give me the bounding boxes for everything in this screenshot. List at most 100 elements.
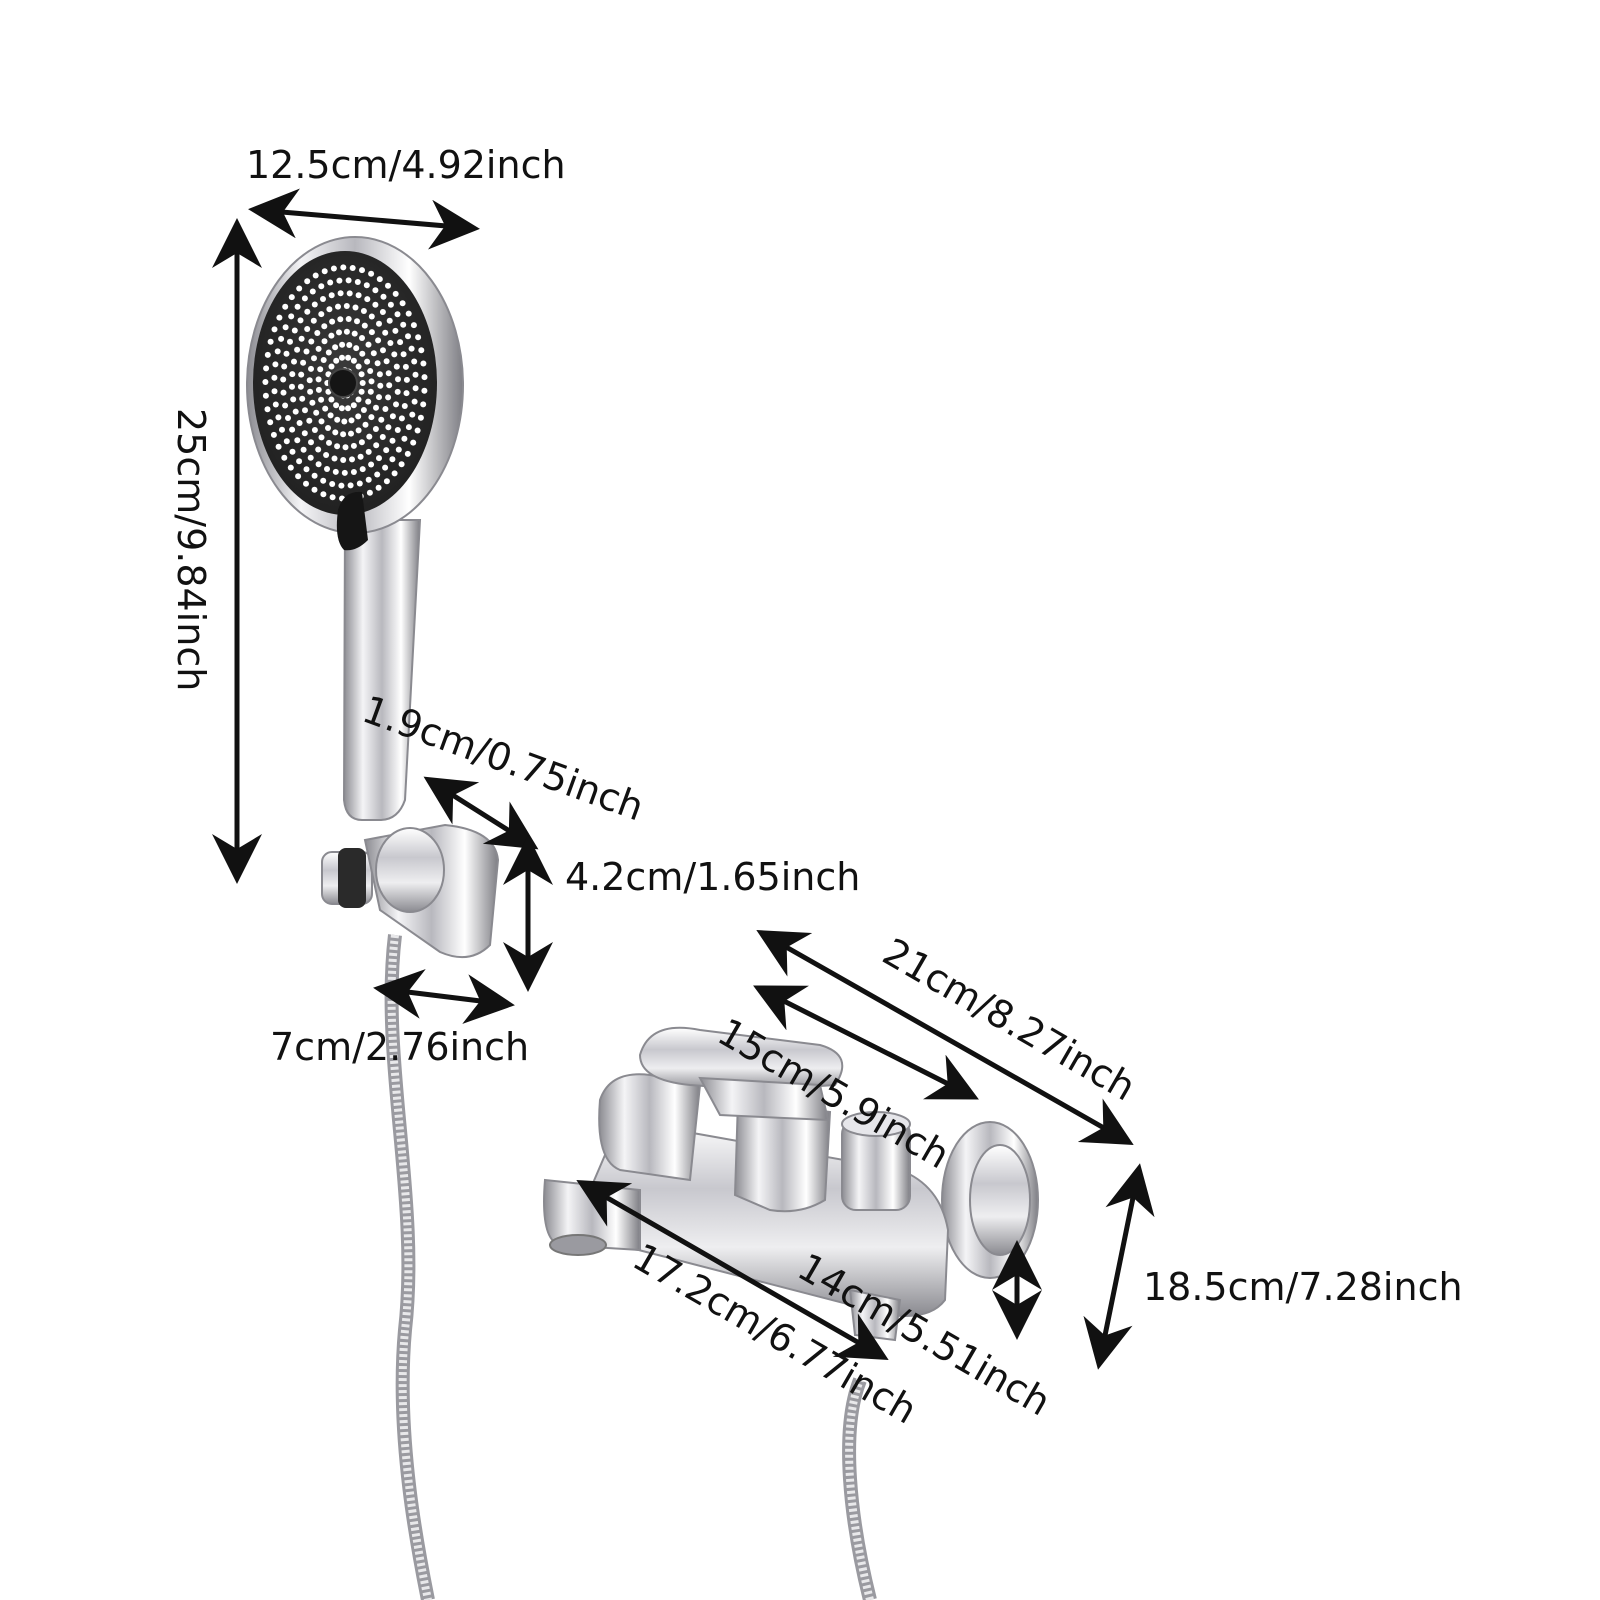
nozzle: [345, 277, 352, 284]
nozzle: [299, 395, 306, 402]
nozzle: [389, 413, 396, 420]
label-head-width: 12.5cm/4.92inch: [246, 143, 566, 187]
nozzle: [324, 466, 330, 472]
nozzle: [330, 265, 337, 272]
nozzle: [358, 439, 365, 446]
nozzle: [296, 458, 303, 465]
nozzle: [391, 351, 398, 358]
nozzle: [355, 396, 362, 403]
nozzle: [271, 374, 278, 381]
nozzle: [402, 363, 409, 370]
arrow-spout-length: [576, 1180, 889, 1360]
nozzle: [328, 363, 335, 370]
nozzle: [373, 404, 379, 411]
nozzle: [303, 348, 310, 355]
nozzle: [303, 466, 310, 473]
nozzle: [420, 360, 427, 367]
nozzle: [398, 461, 405, 468]
nozzle: [292, 408, 299, 415]
nozzle: [289, 383, 295, 390]
nozzle: [377, 382, 384, 389]
nozzle: [365, 341, 372, 348]
nozzle: [297, 383, 304, 390]
nozzle: [304, 326, 311, 332]
nozzle: [308, 439, 314, 446]
nozzle: [354, 279, 361, 285]
nozzle: [394, 388, 401, 395]
nozzle: [395, 446, 402, 453]
nozzle: [401, 403, 408, 409]
nozzle: [395, 376, 401, 383]
nozzle: [342, 444, 349, 451]
nozzle: [341, 418, 348, 425]
nozzle: [296, 285, 303, 292]
nozzle: [339, 354, 345, 361]
arrow-holder-width: [373, 969, 515, 1024]
nozzle: [315, 376, 322, 383]
nozzle: [364, 358, 371, 365]
nozzle: [355, 363, 362, 370]
nozzle: [271, 326, 278, 333]
nozzle: [329, 494, 336, 501]
nozzle: [282, 303, 289, 310]
nozzle: [367, 388, 374, 395]
nozzle: [314, 330, 321, 336]
nozzle: [280, 376, 287, 383]
nozzle: [321, 268, 328, 275]
nozzle: [315, 386, 322, 393]
nozzle: [411, 398, 418, 405]
nozzle: [339, 341, 346, 348]
nozzle: [332, 429, 339, 436]
nozzle: [405, 424, 412, 431]
nozzle: [332, 468, 339, 475]
nozzle: [263, 365, 270, 372]
nozzle: [294, 303, 301, 310]
nozzle: [308, 338, 315, 345]
nozzle: [313, 409, 320, 416]
nozzle: [359, 350, 366, 357]
nozzle: [360, 308, 367, 314]
nozzle: [298, 371, 305, 378]
nozzle: [350, 442, 357, 449]
nozzle: [370, 350, 377, 357]
nozzle: [376, 455, 382, 462]
nozzle: [272, 401, 279, 408]
nozzle: [385, 282, 391, 289]
nozzle: [328, 292, 335, 299]
nozzle: [332, 344, 339, 351]
nozzle: [355, 413, 362, 420]
nozzle: [417, 414, 424, 421]
nozzle: [394, 311, 401, 318]
nozzle: [308, 365, 314, 372]
nozzle: [328, 332, 335, 339]
nozzle: [278, 335, 285, 342]
nozzle: [345, 354, 352, 361]
nozzle: [403, 390, 410, 397]
nozzle: [303, 480, 309, 487]
nozzle: [412, 371, 419, 378]
nozzle: [318, 311, 325, 318]
nozzle: [386, 317, 393, 324]
nozzle: [376, 320, 382, 327]
nozzle: [359, 267, 365, 274]
nozzle: [275, 414, 282, 421]
nozzle: [327, 279, 334, 286]
nozzle: [334, 416, 341, 423]
nozzle: [350, 402, 357, 409]
nozzle: [394, 427, 401, 433]
label-faucet-height: 18.5cm/7.28inch: [1143, 1265, 1463, 1309]
nozzle: [264, 351, 271, 358]
nozzle: [334, 443, 341, 450]
nozzle: [326, 439, 332, 446]
nozzle: [333, 402, 340, 409]
nozzle: [383, 447, 390, 454]
nozzle: [393, 401, 399, 408]
nozzle: [288, 294, 295, 301]
nozzle: [306, 417, 313, 424]
nozzle: [297, 317, 304, 324]
nozzle: [327, 412, 334, 419]
nozzle: [280, 389, 287, 396]
nozzle: [379, 309, 386, 315]
nozzle: [362, 421, 369, 428]
